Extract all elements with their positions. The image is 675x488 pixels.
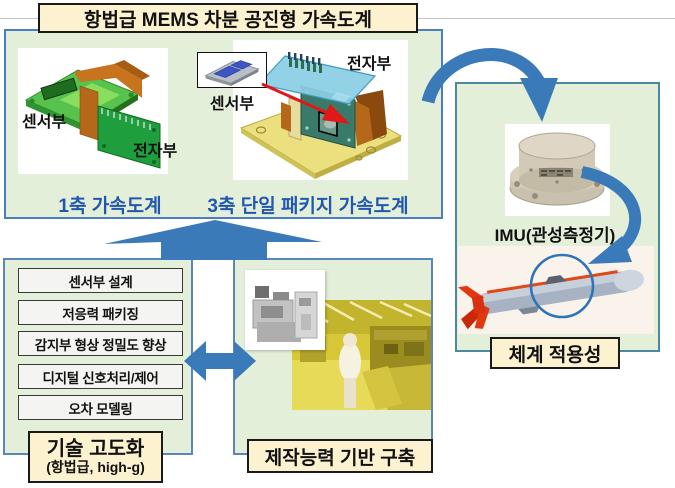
three-axis-electronics-label: 전자부 bbox=[347, 56, 392, 73]
one-axis-photo bbox=[18, 48, 168, 174]
equipment-image bbox=[245, 270, 325, 350]
three-axis-sensor-label: 센서부 bbox=[209, 96, 255, 113]
curved-arrow-to-missile-icon bbox=[580, 166, 642, 264]
imu-photo bbox=[505, 124, 610, 216]
three-axis-caption: 3축 단일 패키지 가속도계 bbox=[207, 196, 409, 217]
tech-caption-line1: 기술 고도화 bbox=[46, 437, 145, 460]
tech-item-sensor-design: 센서부 설계 bbox=[18, 268, 183, 293]
left-right-block-arrow-icon bbox=[184, 341, 256, 381]
sensor-chip-image bbox=[204, 60, 260, 87]
curved-arrow-to-imu-icon bbox=[421, 48, 558, 122]
sensor-chip-inset bbox=[197, 52, 267, 88]
tech-caption-line2: (항법급, high-g) bbox=[46, 458, 145, 475]
tech-item-digital-signal-control: 디지털 신호처리/제어 bbox=[18, 364, 183, 389]
red-pointer-arrow-icon bbox=[261, 82, 350, 124]
tech-item-error-modeling: 오차 모델링 bbox=[18, 395, 183, 420]
up-block-arrow-icon bbox=[104, 220, 322, 260]
fab-caption-box: 제작능력 기반 구축 bbox=[247, 439, 433, 473]
tech-caption-box: 기술 고도화 (항법급, high-g) bbox=[28, 431, 163, 483]
equipment-photo bbox=[245, 270, 325, 350]
imu-label: IMU(관성측정기) bbox=[494, 226, 616, 245]
missile-image bbox=[458, 253, 644, 330]
tech-item-shape-precision: 감지부 형상 정밀도 향상 bbox=[18, 331, 183, 356]
three-axis-photo bbox=[233, 40, 408, 180]
one-axis-accelerometer-image bbox=[24, 60, 161, 169]
one-axis-sensor-label: 센서부 bbox=[22, 114, 67, 131]
system-caption-box: 체계 적용성 bbox=[490, 337, 620, 369]
system-caption-text: 체계 적용성 bbox=[508, 344, 602, 366]
one-axis-electronics-label: 전자부 bbox=[133, 143, 178, 160]
tech-item-low-stress-packaging: 저응력 패키징 bbox=[18, 300, 183, 325]
page-title: 항법급 MEMS 차분 공진형 가속도계 bbox=[84, 9, 372, 31]
fab-caption-text: 제작능력 기반 구축 bbox=[264, 447, 416, 469]
one-axis-caption: 1축 가속도계 bbox=[58, 196, 162, 217]
imu-image bbox=[509, 132, 605, 206]
title-box: 항법급 MEMS 차분 공진형 가속도계 bbox=[38, 3, 418, 33]
three-axis-accelerometer-image bbox=[239, 52, 403, 179]
